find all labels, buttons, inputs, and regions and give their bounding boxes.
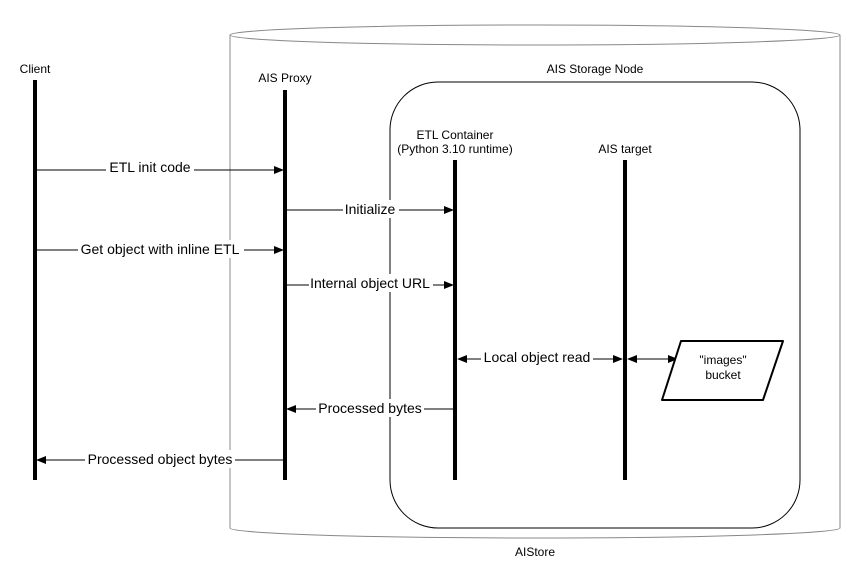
msg-internal-url-label: Internal object URL (310, 275, 430, 291)
storage-node-box (389, 81, 801, 529)
msg-local-read-label: Local object read (484, 349, 591, 365)
msg-processed-object-bytes-label: Processed object bytes (88, 451, 233, 467)
msg-etl-init-label: ETL init code (109, 159, 190, 175)
msg-get-object-label: Get object with inline ETL (81, 241, 240, 257)
msg-initialize-label: Initialize (345, 201, 396, 217)
etl-container-label: ETL Container (417, 128, 494, 142)
client-label: Client (20, 62, 51, 76)
etl-container-runtime-label: (Python 3.10 runtime) (397, 142, 512, 156)
bucket-type-label: bucket (705, 368, 741, 382)
aistore-label: AIStore (515, 545, 555, 559)
msg-processed-bytes-label: Processed bytes (318, 400, 422, 416)
storage-node-label: AIS Storage Node (547, 62, 644, 76)
proxy-label: AIS Proxy (258, 71, 311, 85)
target-label: AIS target (598, 142, 652, 156)
bucket-name-label: "images" (699, 353, 746, 367)
images-bucket-shape (661, 340, 784, 401)
